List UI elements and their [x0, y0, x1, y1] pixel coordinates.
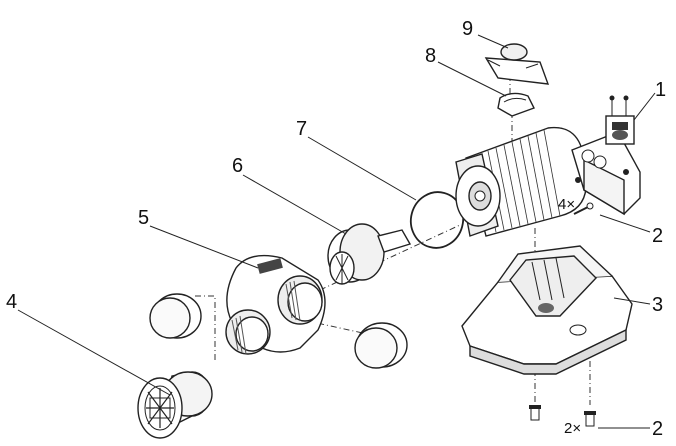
callout-2-upper: 2	[652, 225, 663, 247]
quantity-label-upper: 4×	[558, 196, 575, 213]
o-ring-part	[409, 191, 465, 249]
callout-2-lower: 2	[652, 418, 663, 440]
top-cover-part	[484, 43, 550, 85]
plug-cap-right	[354, 322, 408, 369]
callout-4: 4	[6, 291, 17, 313]
seal-piece-part	[497, 92, 535, 117]
prefilter-cap-part	[137, 371, 213, 439]
callout-1: 1	[655, 79, 666, 101]
callout-3: 3	[652, 294, 663, 316]
cable-box-part	[571, 131, 641, 216]
callout-9: 9	[462, 18, 473, 40]
impeller-part	[327, 223, 412, 285]
plug-cap-left	[149, 293, 202, 339]
leader-lines	[17, 34, 656, 429]
quantity-label-lower: 2×	[564, 420, 581, 437]
callout-8: 8	[425, 45, 436, 67]
base-stand-part	[461, 245, 633, 375]
pump-housing-part	[225, 254, 326, 355]
screw-bottom-right	[584, 411, 596, 427]
motor-unit-part	[455, 126, 587, 237]
screw-group-upper	[573, 202, 594, 215]
callout-6: 6	[232, 155, 243, 177]
strain-relief-clamp-part	[605, 95, 635, 145]
callout-7: 7	[296, 118, 307, 140]
callout-5: 5	[138, 207, 149, 229]
screw-bottom-left	[529, 405, 541, 421]
